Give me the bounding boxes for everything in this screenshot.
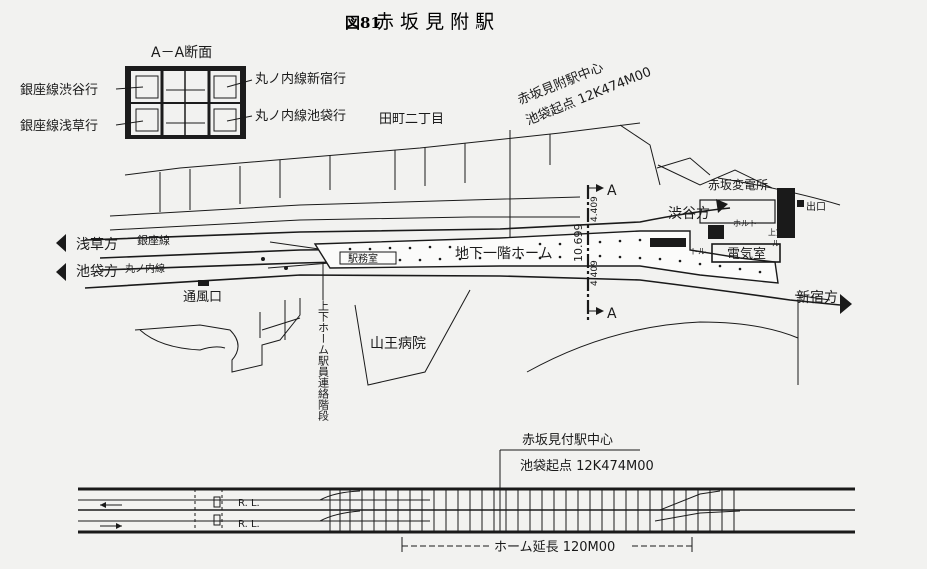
rl-upper: R. L. <box>238 498 260 509</box>
platform-length-label: ホーム延長 120M00 <box>494 540 615 555</box>
profile-center-label-2: 池袋起点 12K474M00 <box>520 459 654 474</box>
street-outlines <box>109 122 841 386</box>
small-label-2: トル <box>690 247 706 256</box>
arrow-right-icon <box>840 294 852 314</box>
dim-bottom: 4.409 <box>590 260 600 286</box>
profile-section: R. L. R. L. <box>78 487 855 534</box>
platform-label: 地下一階ホーム <box>455 246 553 262</box>
direction-ikebukuro: 池袋方 <box>56 263 118 281</box>
label-ginza-shibuya: 銀座線渋谷行 <box>20 82 98 98</box>
section-inset-title: A－A断面 <box>151 45 212 61</box>
dim-top: 4.409 <box>590 196 600 222</box>
plan-center-label: 赤坂見附駅中心 池袋起点 12K474M00 <box>516 60 654 128</box>
staff-room-label: 駅務室 <box>348 252 378 265</box>
line-ginza-label: 銀座線 <box>137 233 170 247</box>
vent-label: 通風口 <box>183 290 222 305</box>
direction-shibuya: 渋谷方 <box>668 199 728 222</box>
small-label-3: 上室 <box>768 227 784 237</box>
section-mark-bottom: A <box>607 306 617 322</box>
arrow-right-icon <box>716 199 728 213</box>
arrow-left-icon <box>56 263 66 281</box>
dir-shibuya-label: 渋谷方 <box>668 206 710 222</box>
district-label: 田町二丁目 <box>379 112 444 127</box>
hospital-label: 山王病院 <box>370 336 426 352</box>
dim-mid: 10.699 <box>572 224 585 263</box>
substation-block: 赤坂変電所 電気室 出口 <box>699 177 826 263</box>
profile-center-label-1: 赤坂見付駅中心 <box>522 433 613 448</box>
exit-label: 出口 <box>806 200 826 213</box>
platform-length-dimension: ホーム延長 120M00 <box>401 537 693 555</box>
profile-center-label: 赤坂見付駅中心 池袋起点 12K474M00 <box>499 433 654 532</box>
direction-shinjuku: 新宿方 <box>796 289 852 314</box>
label-marunouchi-ikebukuro: 丸ノ内線池袋行 <box>255 108 346 124</box>
arrow-left-icon <box>56 234 66 252</box>
rl-lower: R. L. <box>238 519 260 530</box>
label-marunouchi-shinjuku: 丸ノ内線新宿行 <box>255 71 346 87</box>
dir-asakusa-label: 浅草方 <box>76 237 118 253</box>
direction-asakusa: 浅草方 <box>56 234 118 253</box>
figure-number: 図81 <box>345 14 381 32</box>
figure-title: 赤 坂 見 附 駅 <box>375 11 494 33</box>
platform-area: 地下一階ホーム 駅務室 ホルト トル 上室 ル <box>313 219 784 284</box>
section-line: A A 4.409 10.699 4.409 <box>572 183 617 322</box>
label-ginza-asakusa: 銀座線浅草行 <box>20 118 98 134</box>
section-mark-top: A <box>607 183 617 199</box>
stair-note: 上下ホーム駅員連絡階段 <box>317 300 330 422</box>
substation-label: 赤坂変電所 <box>708 177 768 192</box>
line-marunouchi-label: 丸ノ内線 <box>125 262 165 275</box>
section-inset: A－A断面 銀座線渋谷行 銀座線浅草行 丸ノ内線新宿行 丸ノ内線池袋行 <box>20 45 346 139</box>
dir-ikebukuro-label: 池袋方 <box>76 264 118 280</box>
dir-shinjuku-label: 新宿方 <box>796 289 838 306</box>
electric-room-label: 電気室 <box>727 246 766 262</box>
